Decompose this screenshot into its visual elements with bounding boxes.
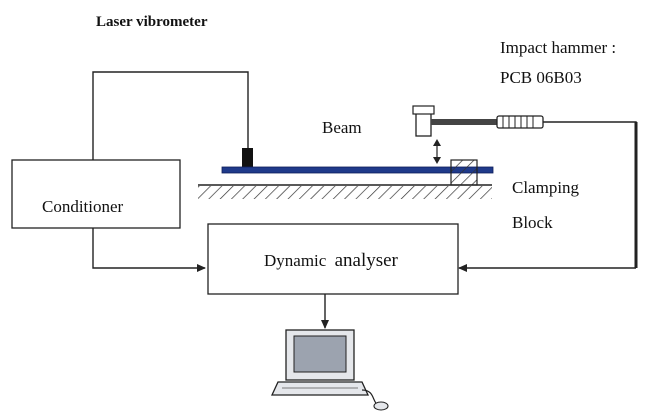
block-label: Block <box>512 213 553 232</box>
impact-direction-arrow <box>433 139 441 164</box>
impact-hammer-label: Impact hammer : <box>500 38 616 57</box>
analyser-label-part1: Dynamic <box>264 251 327 270</box>
dynamic-analyser-box <box>207 223 459 295</box>
conditioner-box <box>11 159 181 229</box>
laser-vibrometer-head-icon <box>242 148 253 168</box>
conditioner-to-analyser-wire <box>92 228 206 272</box>
beam <box>221 166 494 174</box>
analyser-label-part2: analyser <box>335 250 399 271</box>
mouse-icon <box>373 401 389 411</box>
impact-hammer-icon <box>412 105 544 137</box>
clamping-label: Clamping <box>512 178 580 197</box>
conditioner-label: Conditioner <box>42 197 124 216</box>
impact-hammer-model-label: PCB 06B03 <box>500 68 582 87</box>
clamping-block <box>450 159 478 186</box>
beam-label: Beam <box>322 118 362 137</box>
dynamic-analyser-label: Dynamic analyser <box>264 250 399 271</box>
laser-signal-wire <box>92 71 249 160</box>
ground-hatching <box>198 186 492 199</box>
laser-vibrometer-label: Laser vibrometer <box>96 14 208 30</box>
laptop-computer-icon <box>270 329 370 396</box>
